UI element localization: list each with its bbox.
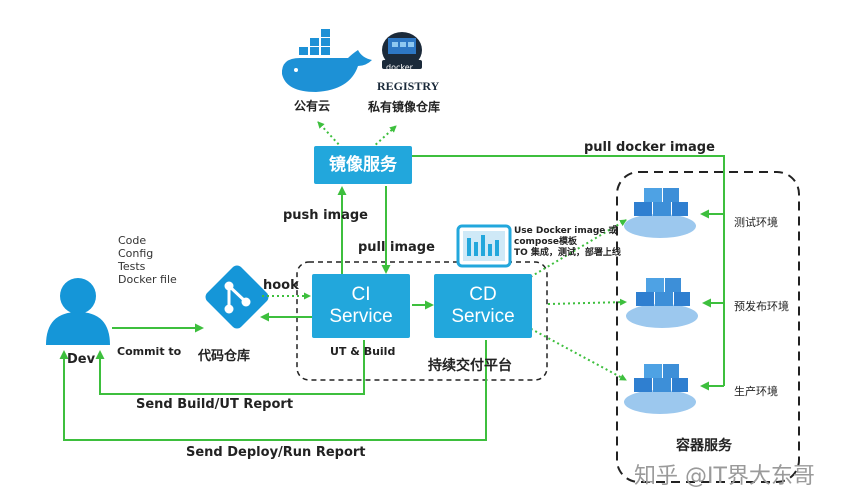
ci-label: CI <box>351 284 371 305</box>
use-docker-note-line: compose模板 <box>514 237 577 247</box>
watermark: 知乎 @IT界大东哥 <box>634 464 815 489</box>
commit-item: Tests <box>118 260 146 273</box>
docker-whale-icon <box>281 29 372 92</box>
container-stack-icon <box>624 364 696 414</box>
registry-logo-top: docker <box>386 63 413 72</box>
send-deploy-report-label: Send Deploy/Run Report <box>186 445 366 460</box>
commit-item: Config <box>118 247 154 260</box>
pull-image-label: pull image <box>358 240 435 255</box>
cd-to-preprod-arrow <box>547 298 627 306</box>
push-public-cloud-arrow <box>317 121 343 149</box>
private-registry-label: 私有镜像仓库 <box>368 100 441 114</box>
user-icon <box>46 278 110 345</box>
use-docker-note-line: TO 集成，测试，部署上线 <box>514 248 621 258</box>
code-repo-label: 代码仓库 <box>198 349 251 364</box>
cd-label: CD <box>469 284 497 305</box>
platform-label: 持续交付平台 <box>428 358 512 374</box>
pull-docker-image-line <box>412 155 725 386</box>
build-report-arrow <box>95 340 365 395</box>
commit-item: Code <box>118 234 147 247</box>
send-build-report-label: Send Build/UT Report <box>136 397 294 412</box>
deploy-report-arrow <box>59 340 487 441</box>
env-preprod-label: 预发布环境 <box>734 300 789 313</box>
push-image-label: push image <box>283 208 368 223</box>
cd-service-box: CD Service <box>434 274 532 338</box>
hook-label: hook <box>263 278 299 293</box>
ci-sub-label: UT & Build <box>330 345 396 358</box>
docker-registry-icon <box>382 32 422 69</box>
cd-service-label: Service <box>451 306 515 327</box>
container-stack-icon <box>624 188 696 238</box>
dev-label: Dev <box>67 352 96 367</box>
registry-logo-text: REGISTRY <box>377 79 440 93</box>
image-service-label: 镜像服务 <box>329 155 397 174</box>
ci-service-box: CI Service <box>312 274 410 338</box>
public-cloud-label: 公有云 <box>294 99 331 113</box>
container-service-group <box>616 171 800 483</box>
env-test-label: 测试环境 <box>734 216 778 229</box>
use-docker-note-line: Use Docker image 或 <box>514 226 618 236</box>
commit-to-label: Commit to <box>117 345 182 358</box>
use-docker-note: Use Docker image 或 compose模板 TO 集成，测试，部署… <box>514 226 621 259</box>
git-icon <box>205 265 269 329</box>
dashboard-icon <box>456 224 512 268</box>
commit-items-list: Code Config Tests Docker file <box>118 234 177 286</box>
image-service-box: 镜像服务 <box>314 146 412 184</box>
ci-service-label: Service <box>329 306 393 327</box>
delivery-platform-group <box>296 261 548 381</box>
container-service-label: 容器服务 <box>676 438 732 454</box>
cd-to-test-arrow <box>521 219 627 283</box>
env-prod-label: 生产环境 <box>734 385 778 398</box>
push-registry-arrow <box>371 125 397 149</box>
container-stack-icon <box>626 278 698 328</box>
pull-docker-image-label: pull docker image <box>584 140 715 155</box>
cd-to-prod-arrow <box>521 323 627 381</box>
commit-item: Docker file <box>118 273 177 286</box>
